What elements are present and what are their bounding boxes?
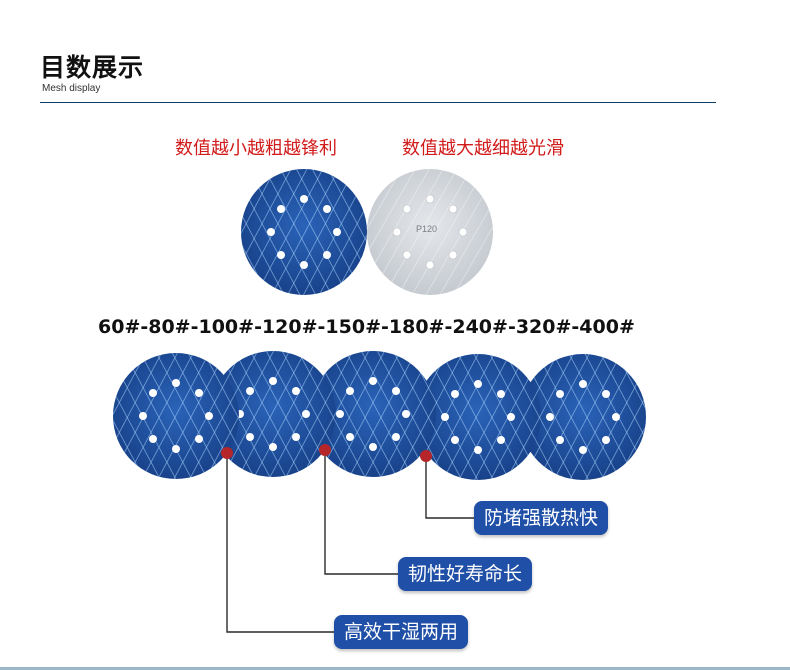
grit-disc-3 xyxy=(310,351,436,477)
caption-coarse: 数值越小越粗越锋利 xyxy=(175,138,337,159)
footer-divider xyxy=(0,667,790,670)
caption-fine: 数值越大越细越光滑 xyxy=(402,138,564,159)
grit-disc-1 xyxy=(113,353,239,479)
page-subtitle: Mesh display xyxy=(42,83,101,94)
header-divider xyxy=(40,102,716,103)
sample-disc-coarse xyxy=(241,169,367,295)
feature-badge-anti-clog: 防堵强散热快 xyxy=(474,501,609,535)
grit-disc-5 xyxy=(520,354,646,480)
sample-disc-print: P120 xyxy=(416,224,438,234)
grit-sequence: 60#-80#-100#-120#-150#-180#-240#-320#-40… xyxy=(98,316,635,338)
sample-disc-fine xyxy=(367,169,493,295)
callout-markers xyxy=(221,444,432,462)
feature-badge-durable: 韧性好寿命长 xyxy=(398,557,533,591)
page-title: 目数展示 xyxy=(40,53,145,82)
grit-disc-4 xyxy=(415,354,541,480)
callout-leaders xyxy=(226,451,474,633)
disc-row xyxy=(113,351,646,480)
feature-badge-wet-dry: 高效干湿两用 xyxy=(334,615,469,649)
